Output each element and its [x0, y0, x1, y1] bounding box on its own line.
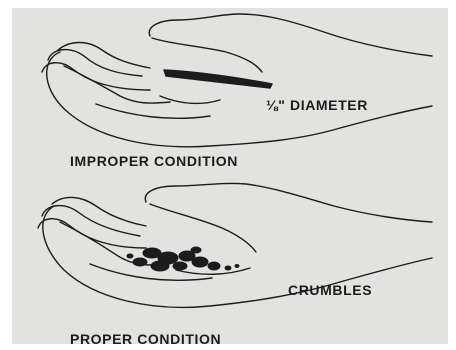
improper-condition-label: IMPROPER CONDITION — [70, 153, 238, 169]
rolled-soil-thread-icon — [164, 70, 272, 88]
proper-condition-label: PROPER CONDITION — [70, 331, 221, 347]
bottom-hand-icon — [38, 183, 432, 307]
diameter-label: ⅛" DIAMETER — [266, 97, 368, 113]
crumbles-label: CRUMBLES — [288, 282, 372, 298]
top-hand-icon — [42, 14, 432, 147]
crumbled-soil-icon — [127, 247, 239, 271]
